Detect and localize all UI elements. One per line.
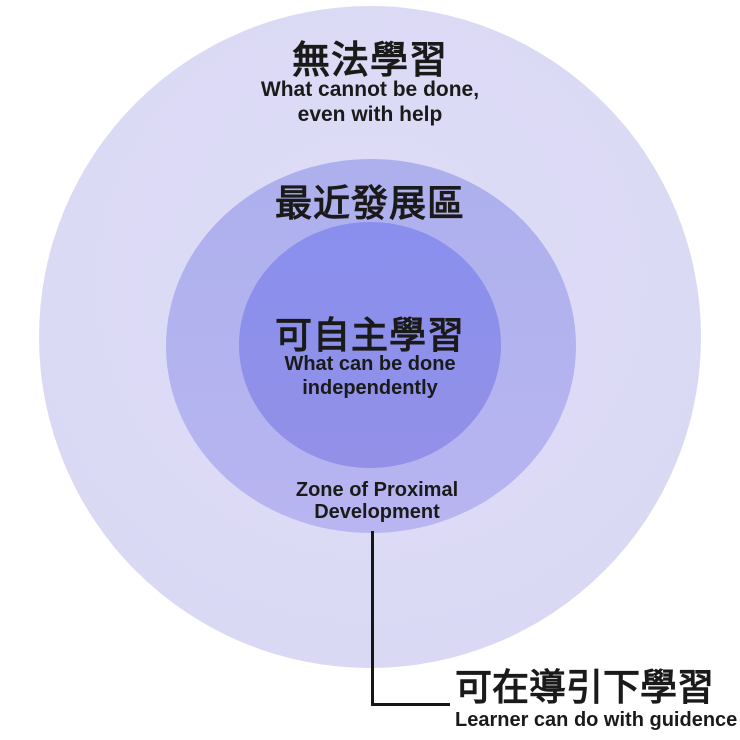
inner-circle-description-line1: What can be done: [284, 353, 456, 375]
outer-ring-description: What cannot be done, even with help: [0, 77, 740, 127]
zpd-ring-label-line1: Zone of Proximal: [295, 479, 459, 501]
outer-ring-description-line1: What cannot be done,: [260, 78, 480, 101]
inner-circle-description-line2: independently: [302, 377, 438, 399]
inner-circle-description: What can be done independently: [0, 352, 740, 400]
outer-ring-title: 無法學習: [291, 40, 448, 82]
outer-ring-description-line2: even with help: [297, 103, 443, 126]
callout-connector-line: [371, 531, 450, 706]
inner-circle: [239, 222, 501, 468]
callout-description: Learner can do with guidence: [455, 709, 738, 731]
inner-circle-title: 可自主學習: [275, 315, 465, 356]
zpd-ring-label: Zone of Proximal Development: [7, 479, 740, 523]
guided-learning-callout: 可在導引下學習 Learner can do with guidence: [455, 667, 740, 732]
zpd-ring-label-line2: Development: [314, 501, 440, 523]
callout-title: 可在導引下學習: [455, 667, 714, 708]
middle-ring-title: 最近發展區: [275, 183, 465, 224]
